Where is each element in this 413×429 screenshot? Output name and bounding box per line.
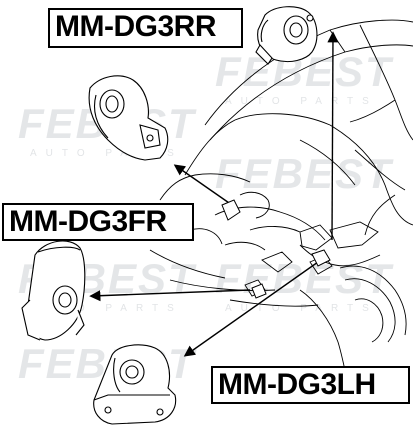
watermark-sub: AUTO PARTS xyxy=(30,303,183,314)
arrow-lh xyxy=(183,261,319,357)
watermark-sub: AUTO PARTS xyxy=(30,148,183,159)
watermark-sub: AUTO PARTS xyxy=(225,96,378,107)
watermark-brand: FEBEST xyxy=(215,150,393,197)
part-label-mm-dg3rr: MM-DG3RR xyxy=(48,8,243,48)
part-label-mm-dg3fr: MM-DG3FR xyxy=(2,203,194,241)
mount-upper-left-illustration xyxy=(88,75,169,161)
mount-lh-illustration xyxy=(93,344,177,425)
pointer-arrows xyxy=(89,31,339,357)
engine-bay-mounts xyxy=(221,199,331,299)
part-label-mm-dg3lh: MM-DG3LH xyxy=(211,366,410,404)
arrow-upper-left xyxy=(173,164,233,206)
mount-fr-illustration xyxy=(21,240,86,341)
arrow-rr xyxy=(327,31,339,241)
watermark-sub: AUTO PARTS xyxy=(225,303,378,314)
arrow-fr xyxy=(89,289,251,302)
mount-rr-illustration xyxy=(255,6,318,65)
